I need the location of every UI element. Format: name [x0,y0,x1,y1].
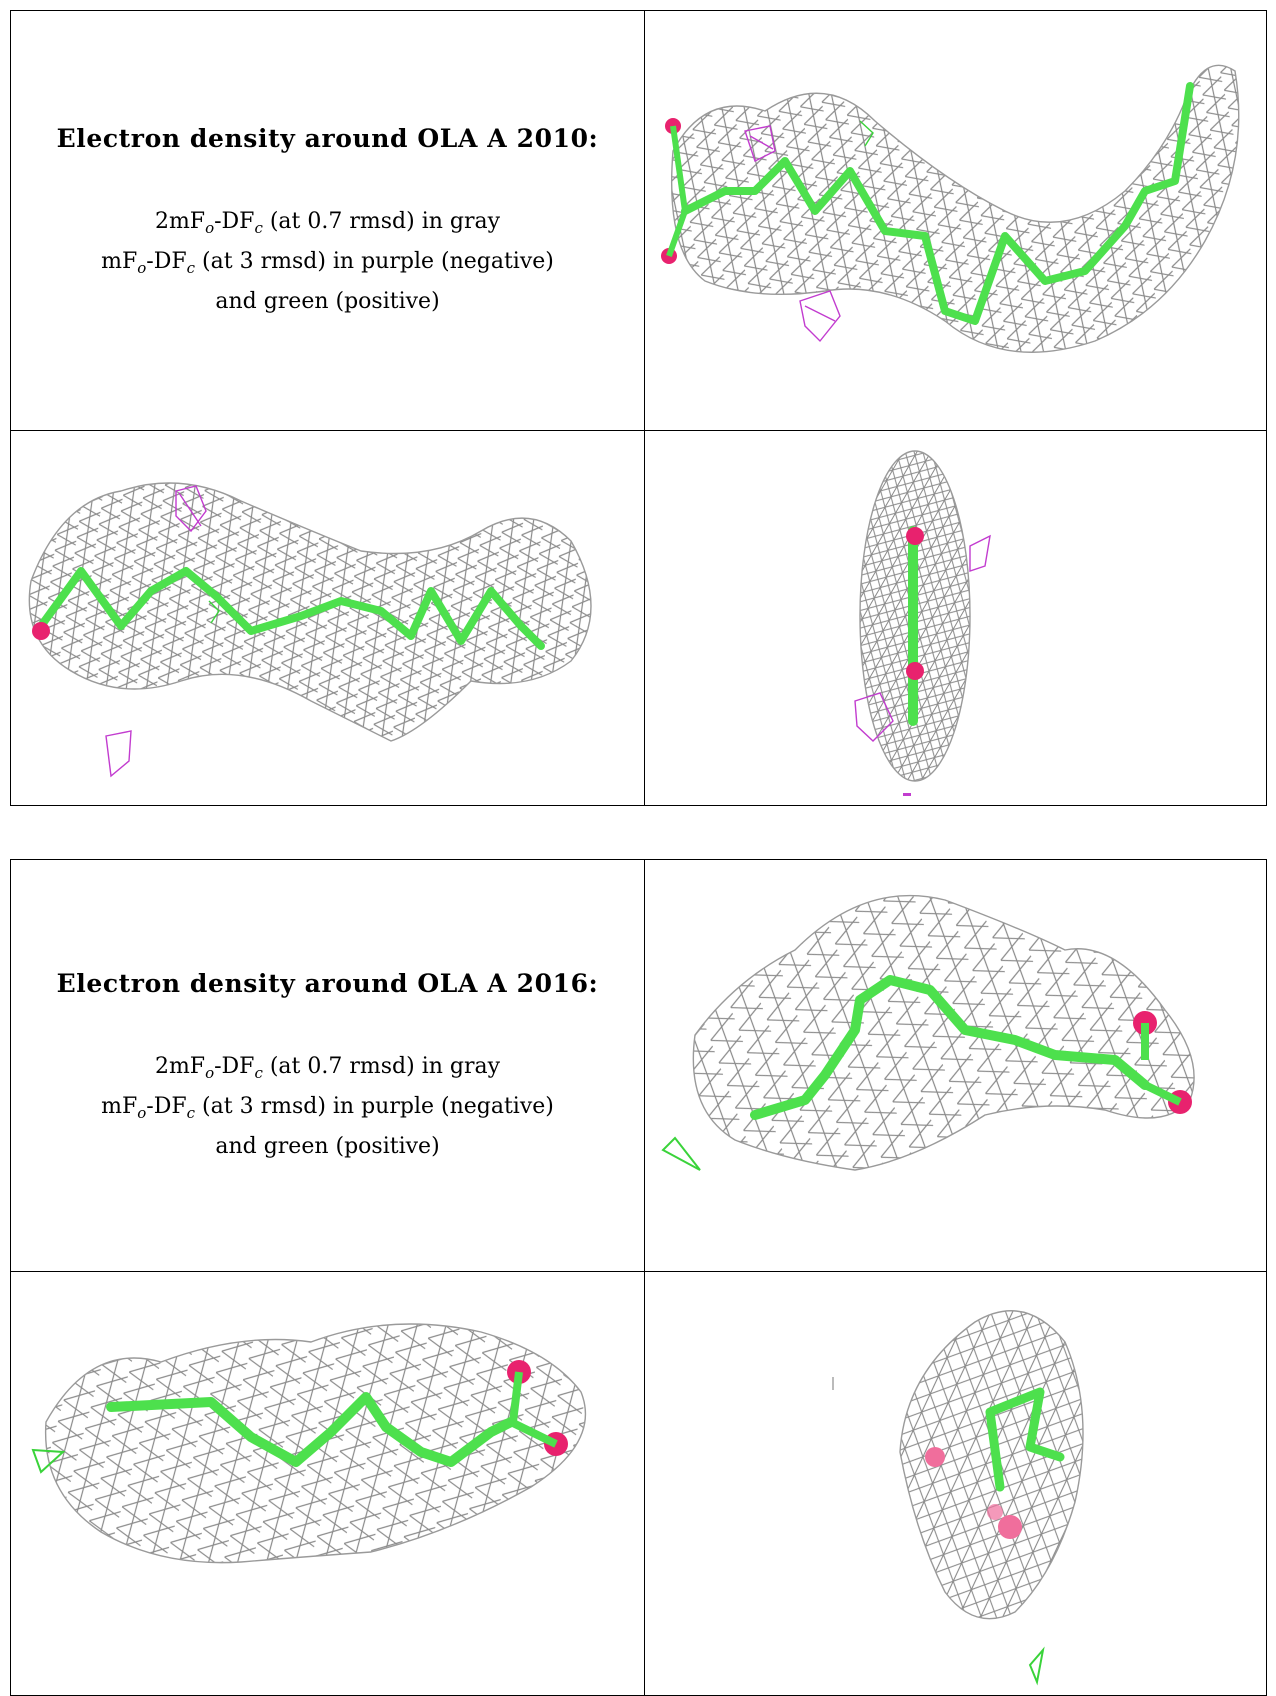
legend-line-green: and green (positive) [215,1133,440,1159]
description-cell: Electron density around OLA A 2010: 2mFo… [10,10,645,431]
legend-line-green: and green (positive) [215,288,440,314]
legend-line-purple: mFo-DFc (at 3 rmsd) in purple (negative) [101,248,554,277]
negative-difference-density-icon [969,534,991,572]
ligand-stick-model-icon [37,567,545,650]
electron-density-mesh-icon [661,894,1195,1171]
negative-difference-density-icon [744,125,776,162]
density-view-side-2 [10,430,645,806]
negative-difference-density-icon [854,692,894,742]
oxygen-atom-sphere-icon [998,1515,1022,1539]
density-view-side-2 [10,1271,645,1696]
oxygen-atom-sphere-icon [925,1447,945,1467]
panel-title: Electron density around OLA A 2010: [56,123,599,153]
electron-density-mesh-icon [832,1310,1084,1686]
oxygen-atom-sphere-icon [906,662,924,680]
density-view-end [644,430,1267,806]
ligand-panel-ola-a-2016: Electron density around OLA A 2016: 2mFo… [10,859,1267,1696]
electron-density-mesh-icon [28,482,592,778]
ligand-stick-model-icon [750,975,1150,1120]
legend-line-gray: 2mFo-DFc (at 0.7 rmsd) in gray [154,208,501,237]
oxygen-atom-sphere-icon [906,527,924,545]
electron-density-mesh-icon [854,450,991,796]
positive-difference-density-icon [661,1136,701,1171]
ligand-stick-model-icon [985,1387,1065,1492]
negative-difference-density-icon [175,485,207,533]
positive-difference-density-icon [859,120,874,147]
description-cell: Electron density around OLA A 2016: 2mFo… [10,859,645,1272]
electron-density-mesh-icon [661,64,1240,353]
ligand-stick-model-icon [106,1392,516,1467]
ligand-stick-model-icon [681,82,1194,325]
legend-line-gray: 2mFo-DFc (at 0.7 rmsd) in gray [154,1053,501,1082]
positive-difference-density-icon [1028,1646,1045,1686]
positive-difference-density-icon [31,1448,66,1474]
oxygen-atom-sphere-icon [32,622,50,640]
negative-difference-density-icon [799,290,841,343]
density-view-side-1 [644,10,1267,431]
panel-title: Electron density around OLA A 2016: [56,968,599,998]
positive-difference-density-icon [208,600,220,624]
density-view-side-1 [644,859,1267,1272]
ligand-panel-ola-a-2010: Electron density around OLA A 2010: 2mFo… [10,10,1267,806]
electron-density-mesh-icon [31,1323,587,1564]
density-view-end [644,1271,1267,1696]
legend-line-purple: mFo-DFc (at 3 rmsd) in purple (negative) [101,1093,554,1122]
negative-difference-density-icon [105,730,132,778]
